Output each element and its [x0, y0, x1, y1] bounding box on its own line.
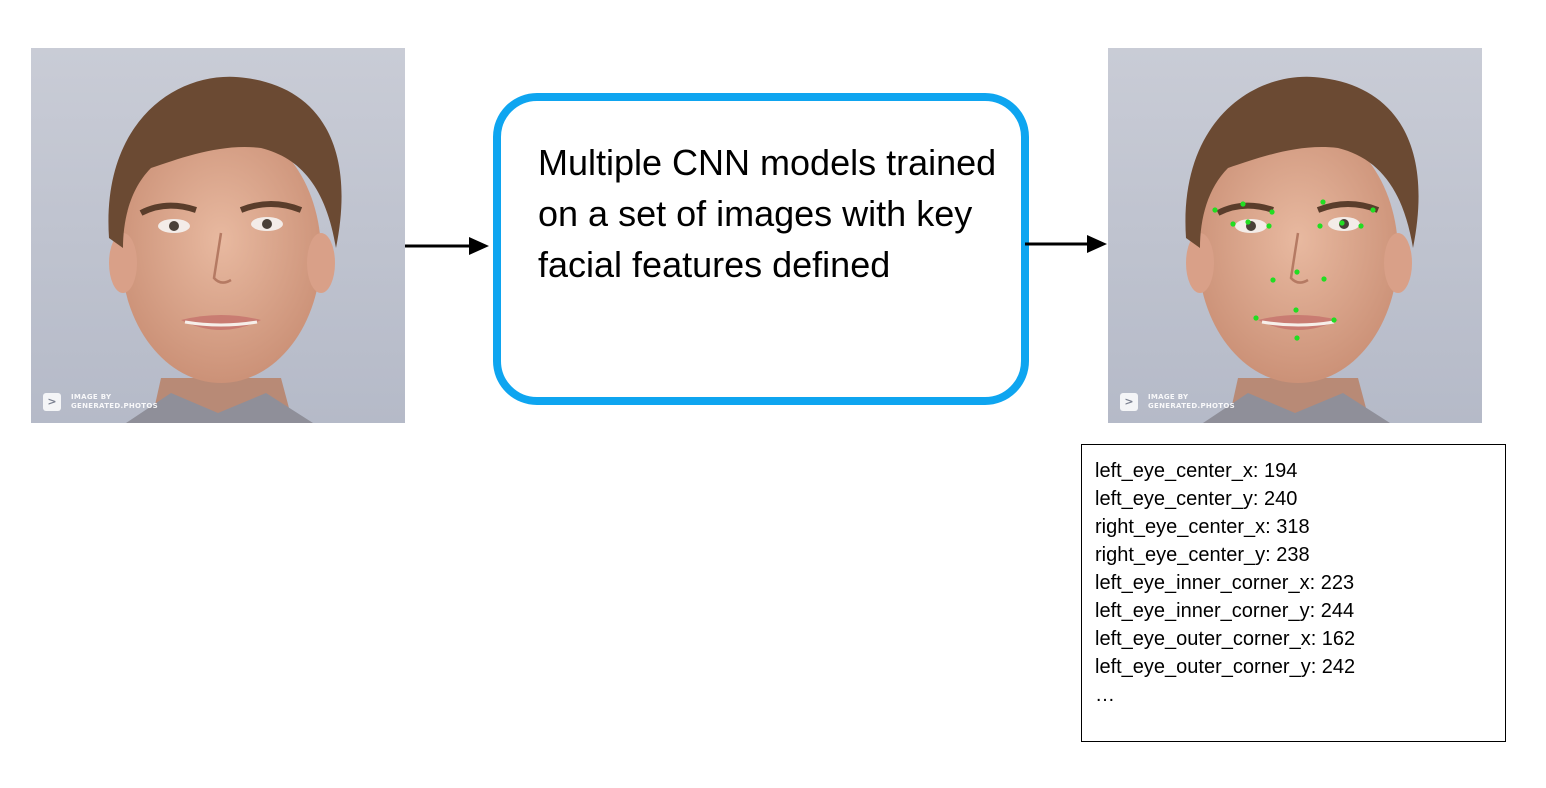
features-output-box: left_eye_center_x: 194 left_eye_center_y…	[1081, 444, 1506, 742]
feature-coordinate-list: left_eye_center_x: 194 left_eye_center_y…	[1095, 457, 1355, 709]
landmark-point	[1331, 317, 1337, 323]
landmark-point	[1358, 223, 1364, 229]
landmark-point	[1212, 207, 1218, 213]
model-description: Multiple CNN models trained on a set of …	[538, 142, 997, 285]
landmark-point	[1370, 207, 1376, 213]
landmark-point	[1240, 201, 1246, 207]
watermark-badge-icon: >	[1120, 393, 1138, 411]
feature-line: left_eye_outer_corner_y: 242	[1095, 656, 1356, 678]
feature-line: left_eye_center_x: 194	[1095, 460, 1298, 482]
input-face-photo: > IMAGE BY GENERATED.PHOTOS	[31, 48, 405, 423]
cnn-model-box: Multiple CNN models trained on a set of …	[493, 93, 1029, 405]
feature-line: left_eye_inner_corner_x: 223	[1095, 572, 1355, 594]
watermark-line-2: GENERATED.PHOTOS	[71, 402, 158, 410]
landmark-point	[1294, 335, 1300, 341]
watermark-text: IMAGE BY GENERATED.PHOTOS	[1148, 393, 1235, 411]
watermark-line-1: IMAGE BY	[71, 393, 112, 401]
watermark-badge-icon: >	[43, 393, 61, 411]
landmark-point	[1253, 315, 1259, 321]
feature-line: right_eye_center_y: 238	[1095, 544, 1310, 566]
face-image	[31, 48, 405, 423]
landmark-point	[1293, 307, 1299, 313]
watermark-line-1: IMAGE BY	[1148, 393, 1189, 401]
landmark-point	[1270, 277, 1276, 283]
watermark-text: IMAGE BY GENERATED.PHOTOS	[71, 393, 158, 411]
landmark-point	[1320, 199, 1326, 205]
arrow-to-output-icon	[1025, 235, 1107, 253]
output-face-photo: > IMAGE BY GENERATED.PHOTOS	[1108, 48, 1482, 423]
landmark-point	[1230, 221, 1236, 227]
watermark: > IMAGE BY GENERATED.PHOTOS	[43, 393, 158, 411]
landmark-points	[1212, 199, 1376, 341]
feature-line: left_eye_center_y: 240	[1095, 488, 1298, 510]
arrow-to-model-icon	[405, 237, 489, 255]
feature-line: left_eye_inner_corner_y: 244	[1095, 600, 1355, 622]
landmark-point	[1269, 209, 1275, 215]
landmark-point	[1317, 223, 1323, 229]
landmark-point	[1321, 276, 1327, 282]
watermark-line-2: GENERATED.PHOTOS	[1148, 402, 1235, 410]
landmark-point	[1266, 223, 1272, 229]
watermark: > IMAGE BY GENERATED.PHOTOS	[1120, 393, 1235, 411]
face-image-with-landmarks	[1108, 48, 1482, 423]
landmark-point	[1294, 269, 1300, 275]
landmark-point	[1245, 219, 1251, 225]
feature-line: right_eye_center_x: 318	[1095, 516, 1310, 538]
landmark-point	[1339, 220, 1345, 226]
feature-line: left_eye_outer_corner_x: 162	[1095, 628, 1356, 650]
feature-line-ellipsis: …	[1095, 684, 1115, 706]
